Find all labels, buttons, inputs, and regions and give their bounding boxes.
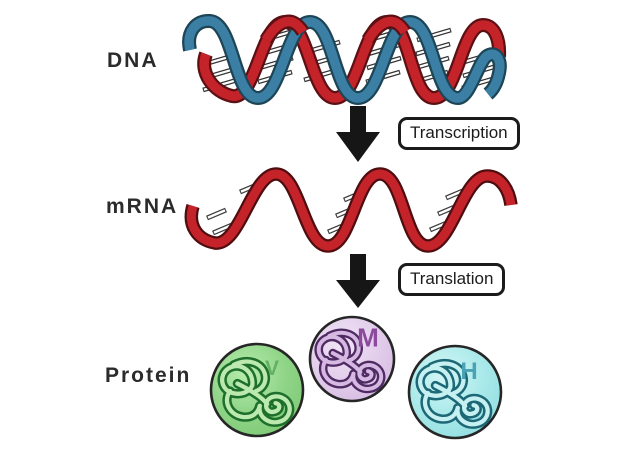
mrna-strand <box>184 167 518 253</box>
protein-h-blob <box>407 344 503 440</box>
protein-m-blob <box>308 315 396 403</box>
mrna-label: mRNA <box>106 195 179 218</box>
dna-blue-strand <box>182 14 507 106</box>
transcription-label: Transcription <box>410 123 508 142</box>
protein-m-letter: M <box>357 322 379 353</box>
dna-label: DNA <box>107 49 159 72</box>
translation-label: Translation <box>410 269 494 288</box>
dna-strand-crossings <box>259 14 411 44</box>
protein-v-letter: V <box>264 357 280 380</box>
protein-h-letter: H <box>460 358 478 385</box>
dna-red-strand <box>197 14 507 106</box>
dna-helix <box>182 14 507 106</box>
translation-arrow-icon <box>336 254 380 308</box>
translation-box: Translation <box>398 263 506 297</box>
transcription-arrow-icon <box>336 106 380 162</box>
protein-v-blob <box>209 342 305 438</box>
protein-label: Protein <box>105 364 192 387</box>
transcription-box: Transcription <box>398 117 520 151</box>
